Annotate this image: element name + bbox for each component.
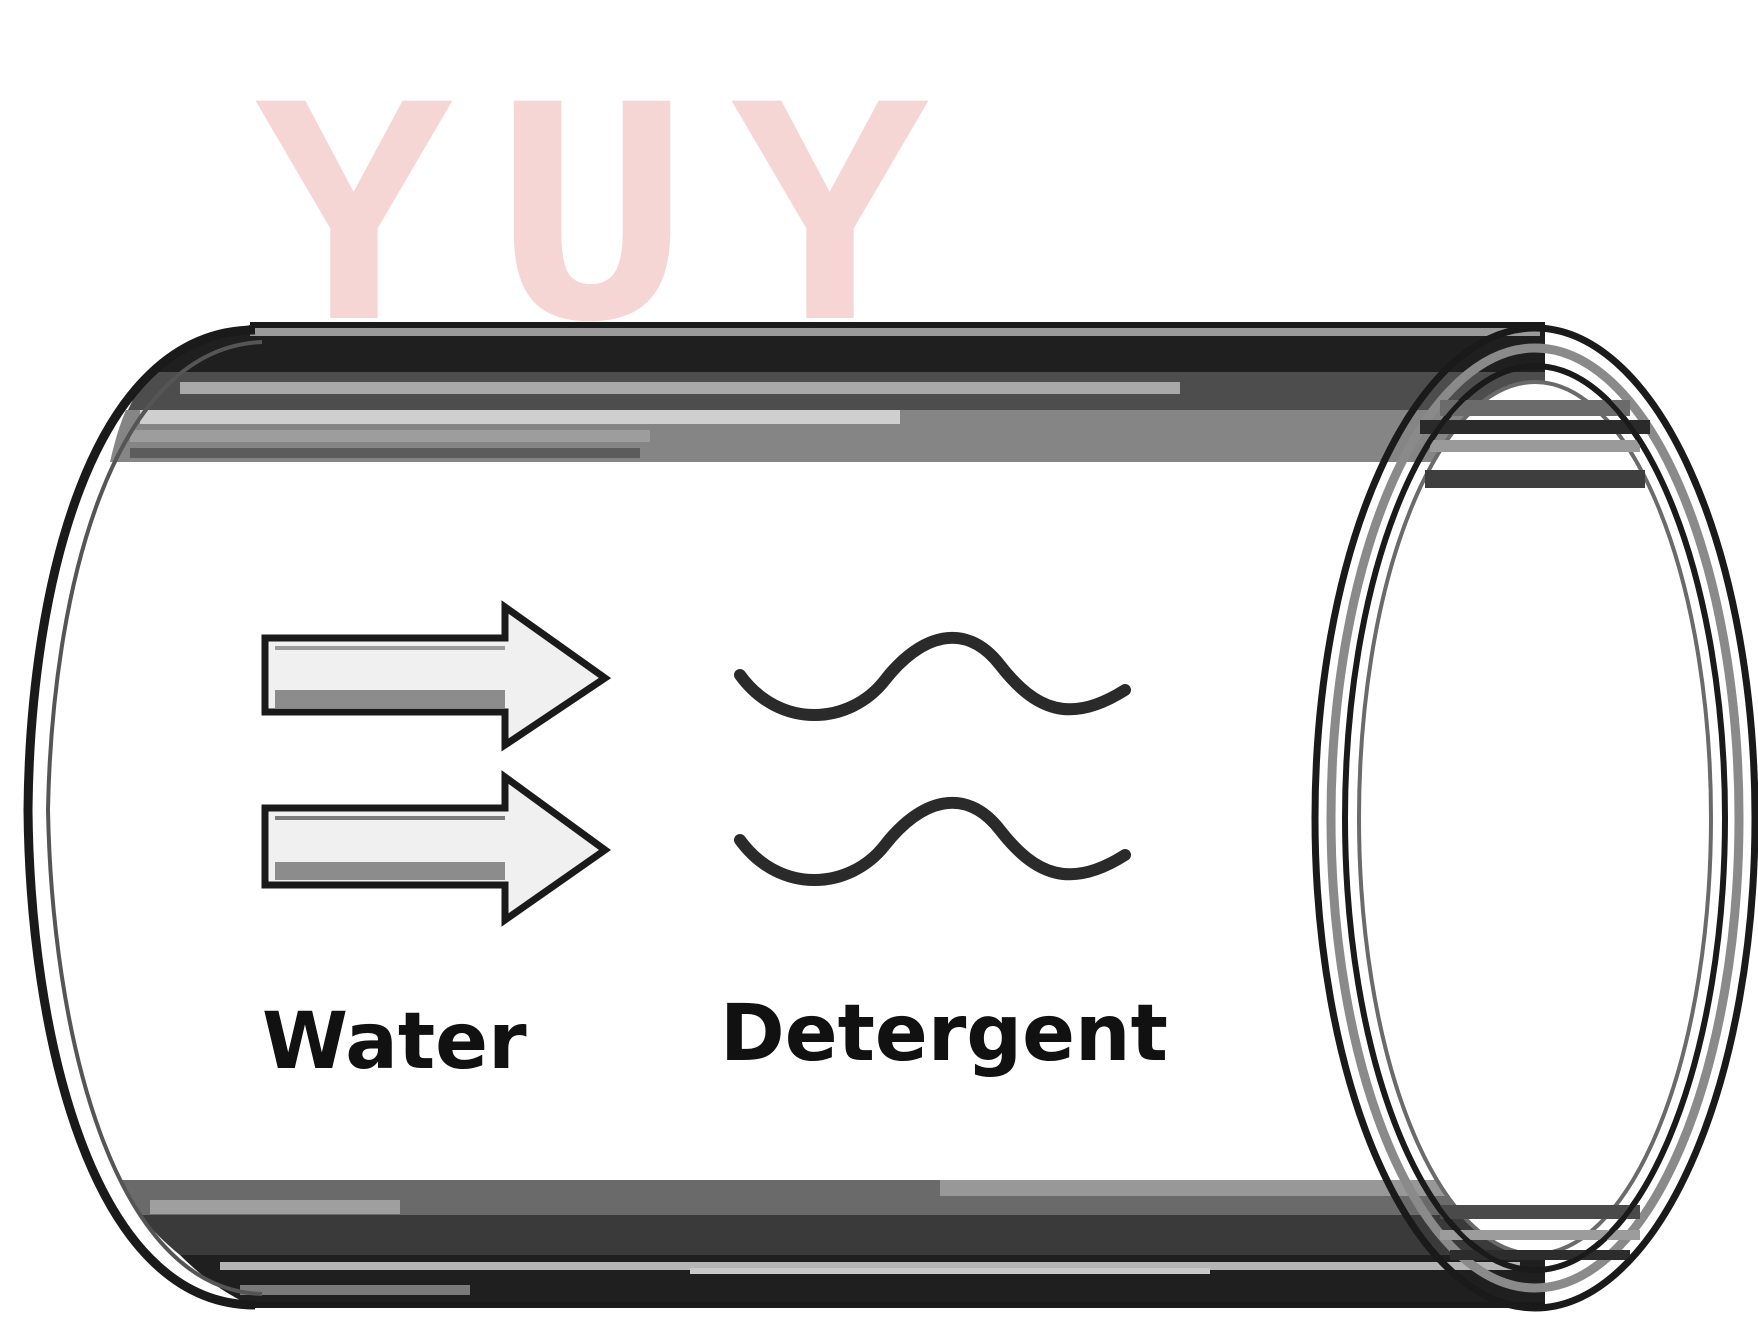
water-arrow-icon bbox=[261, 600, 612, 927]
detergent-wave-icon bbox=[734, 631, 1131, 886]
detergent-label: Detergent bbox=[720, 989, 1168, 1079]
pipe bbox=[23, 322, 1758, 1312]
water-label: Water bbox=[262, 997, 527, 1087]
